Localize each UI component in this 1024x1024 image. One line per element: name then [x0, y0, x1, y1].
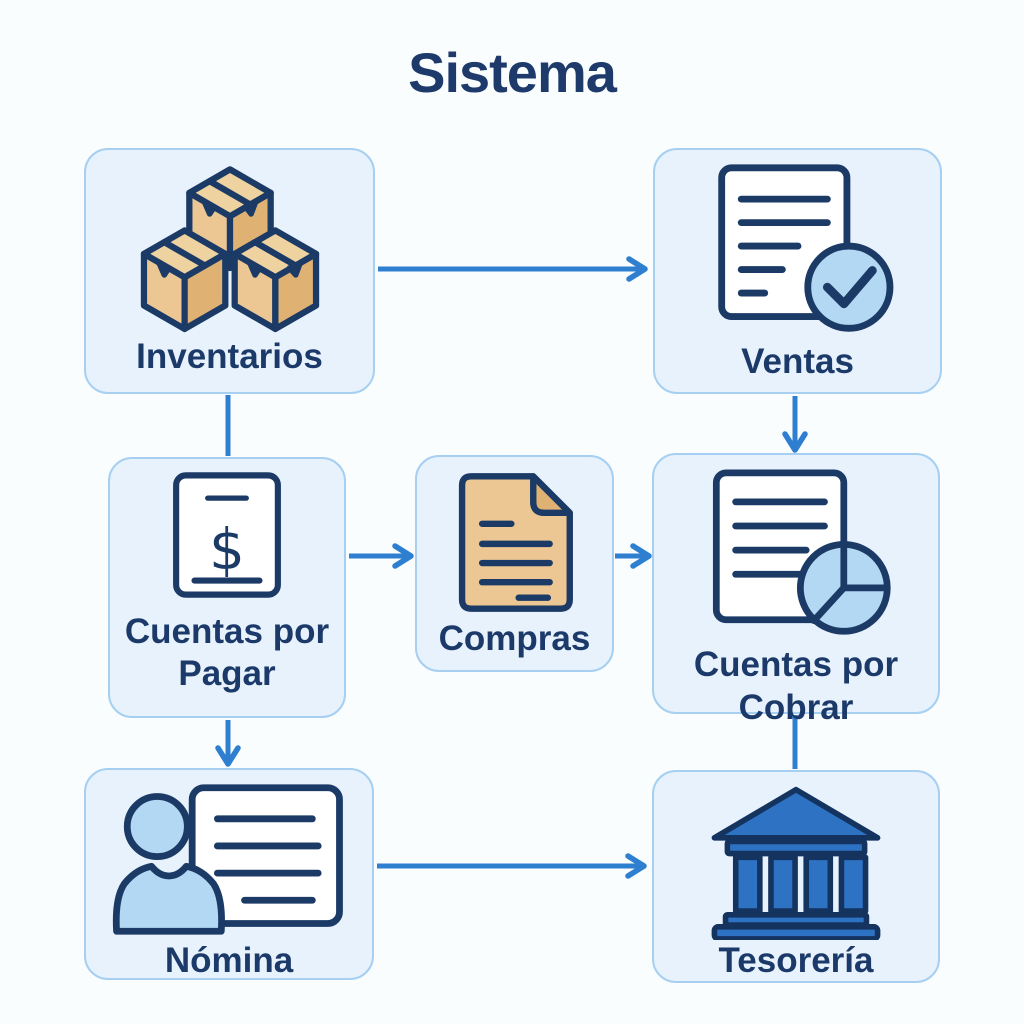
node-label: Cuentas por Pagar	[124, 611, 330, 694]
node-icon-area	[136, 150, 324, 336]
dollar-sign: $	[209, 517, 245, 582]
node-label: Cuentas por Cobrar	[693, 645, 899, 727]
node-inventarios: Inventarios	[84, 148, 375, 394]
node-label: Inventarios	[136, 337, 323, 376]
node-ventas: Ventas	[653, 148, 942, 394]
invoice-dollar-icon: $	[173, 472, 281, 598]
report-pie-icon	[712, 469, 891, 635]
node-label: Tesorería	[718, 941, 874, 980]
employee-card-icon	[112, 784, 343, 935]
node-tesoreria: Tesorería	[652, 770, 940, 983]
node-icon-area	[694, 772, 898, 940]
node-label: Compras	[438, 619, 591, 658]
packages-icon	[140, 166, 319, 333]
node-compras: Compras	[415, 455, 614, 672]
node-label: Ventas	[741, 342, 854, 381]
node-nomina: Nómina	[84, 768, 374, 980]
node-icon-area	[700, 150, 896, 341]
node-label: Nómina	[164, 941, 294, 980]
node-icon-area	[442, 457, 588, 618]
node-cuentas-cobrar: Cuentas por Cobrar	[652, 453, 940, 727]
purchase-document-icon	[458, 473, 573, 612]
document-check-icon	[717, 164, 893, 332]
node-cuentas-pagar: $ Cuentas por Pagar	[108, 457, 346, 718]
node-icon-area	[103, 770, 355, 940]
node-icon-area: $	[170, 459, 284, 611]
node-icon-area	[697, 455, 895, 644]
bank-icon	[711, 786, 881, 940]
page-title: Sistema	[408, 41, 617, 104]
